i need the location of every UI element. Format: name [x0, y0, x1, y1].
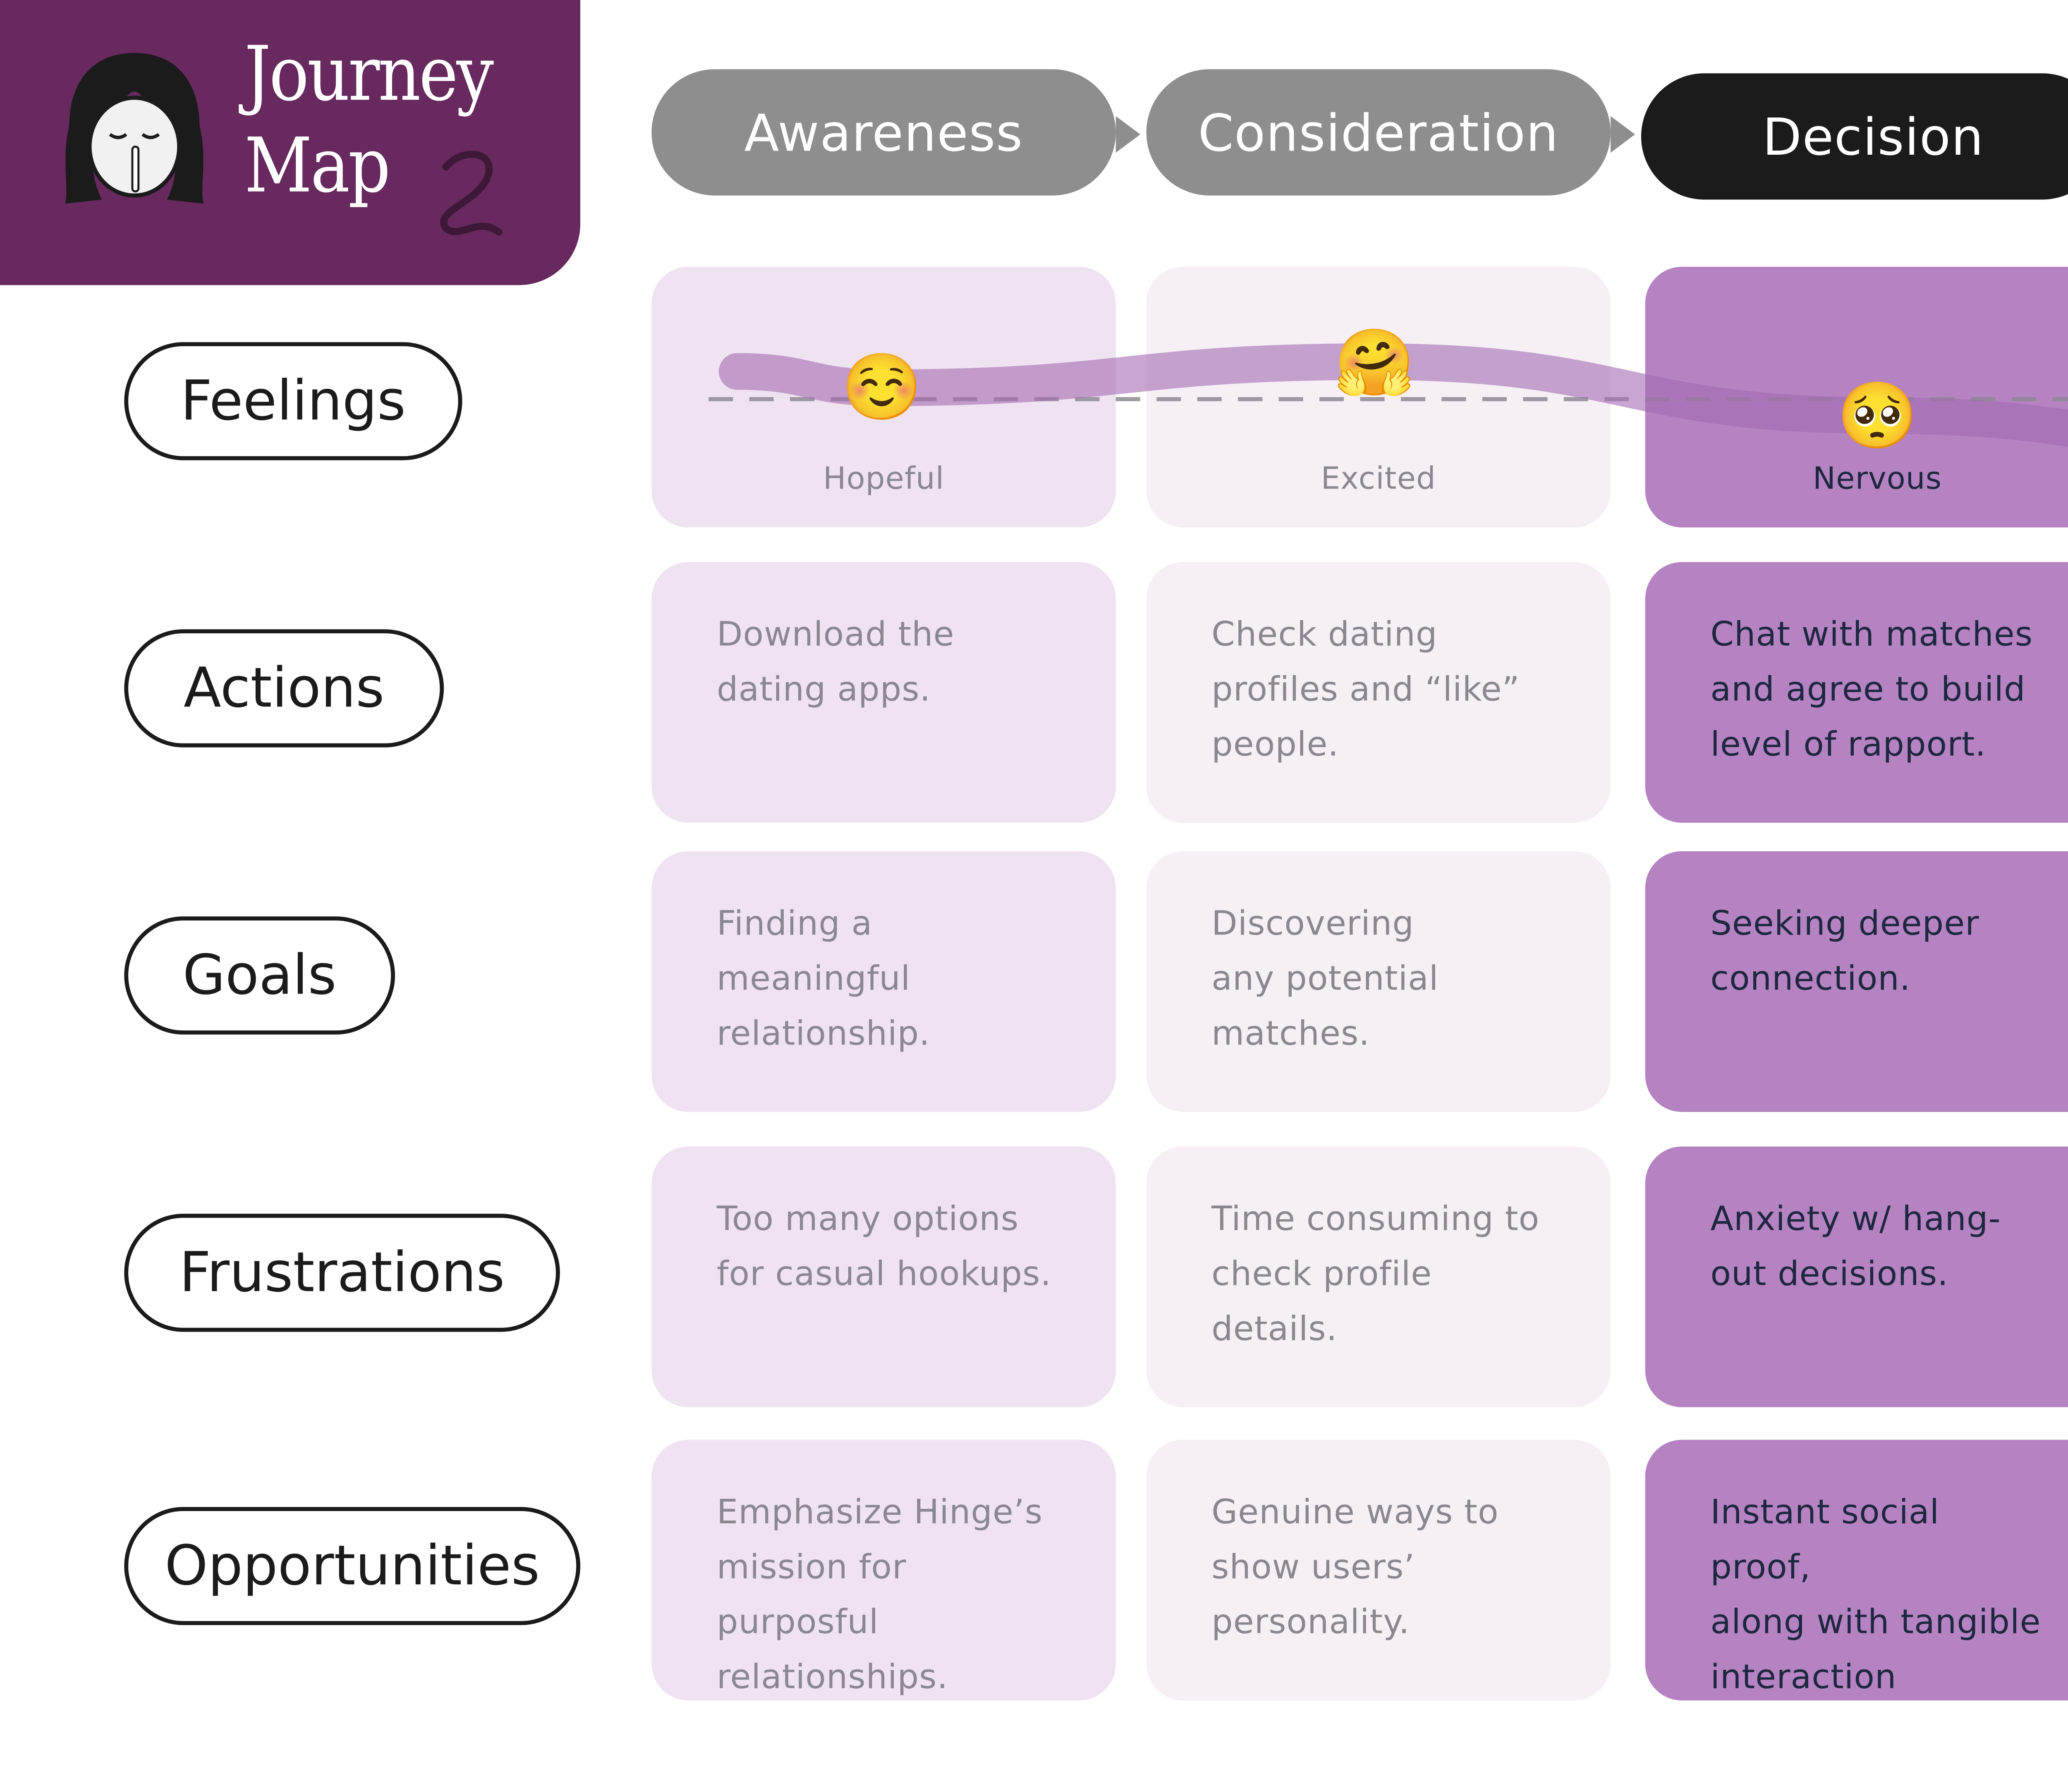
header-title-line-1: Journey — [244, 30, 494, 118]
header-block: Journey Map — [0, 0, 581, 285]
action-text: Chat with matches and agree to build lev… — [1710, 615, 2033, 764]
squiggle-doodle-icon — [440, 151, 503, 236]
pleading-face-icon: 🥺 — [1836, 376, 1918, 454]
frustration-cell: Time consuming to check profile details. — [1146, 1146, 1611, 1407]
stage-consideration[interactable]: Consideration — [1146, 69, 1611, 196]
stage-arrow-icon — [1611, 116, 1635, 153]
action-cell: Download the dating apps. — [651, 562, 1116, 823]
opportunitie-text: Instant social proof, along with tangibl… — [1710, 1493, 2041, 1696]
frustration-text: Too many options for casual hookups. — [716, 1199, 1052, 1294]
goal-cell: Seeking deeper connection. — [1645, 851, 2068, 1112]
opportunitie-cell: Genuine ways to show users’ personality. — [1146, 1440, 1611, 1701]
header-title-line-2: Map — [244, 122, 391, 210]
opportunitie-text: Emphasize Hinge’s mission for purposful … — [716, 1493, 1043, 1696]
row-label-frustrations: Frustrations — [124, 1214, 560, 1332]
frustration-cell: Too many options for casual hookups. — [651, 1146, 1116, 1407]
goal-cell: Finding a meaningful relationship. — [651, 851, 1116, 1112]
goal-text: Seeking deeper connection. — [1710, 904, 1979, 998]
row-label-goals: Goals — [124, 916, 395, 1035]
goal-text: Discovering any potential matches. — [1211, 904, 1439, 1053]
row-label-opportunities: Opportunities — [124, 1507, 581, 1625]
stage-decision[interactable]: Decision — [1641, 73, 2068, 200]
action-cell: Chat with matches and agree to build lev… — [1645, 562, 2068, 823]
action-text: Check dating profiles and “like” people. — [1211, 615, 1520, 764]
feeling-label: Nervous — [1812, 460, 1942, 497]
opportunitie-cell: Emphasize Hinge’s mission for purposful … — [651, 1440, 1116, 1701]
smiling-face-icon: ☺️ — [841, 349, 922, 426]
header-title: Journey Map — [244, 29, 494, 212]
opportunitie-cell: Instant social proof, along with tangibl… — [1645, 1440, 2068, 1701]
goal-text: Finding a meaningful relationship. — [716, 904, 931, 1053]
frustration-text: Time consuming to check profile details. — [1211, 1199, 1540, 1349]
woman-shushing-illustration-icon — [65, 53, 204, 204]
hugging-face-icon: 🤗 — [1333, 323, 1415, 400]
feeling-label: Hopeful — [823, 460, 945, 497]
action-cell: Check dating profiles and “like” people. — [1146, 562, 1611, 823]
frustration-text: Anxiety w/ hang- out decisions. — [1710, 1199, 2001, 1294]
goal-cell: Discovering any potential matches. — [1146, 851, 1611, 1112]
frustration-cell: Anxiety w/ hang- out decisions. — [1645, 1146, 2068, 1407]
opportunitie-text: Genuine ways to show users’ personality. — [1211, 1493, 1499, 1641]
stage-awareness[interactable]: Awareness — [651, 69, 1116, 196]
row-label-actions: Actions — [124, 629, 444, 747]
feeling-label: Excited — [1321, 460, 1436, 497]
stage-arrow-icon — [1115, 116, 1140, 153]
row-label-feelings: Feelings — [124, 342, 462, 460]
action-text: Download the dating apps. — [716, 615, 955, 709]
